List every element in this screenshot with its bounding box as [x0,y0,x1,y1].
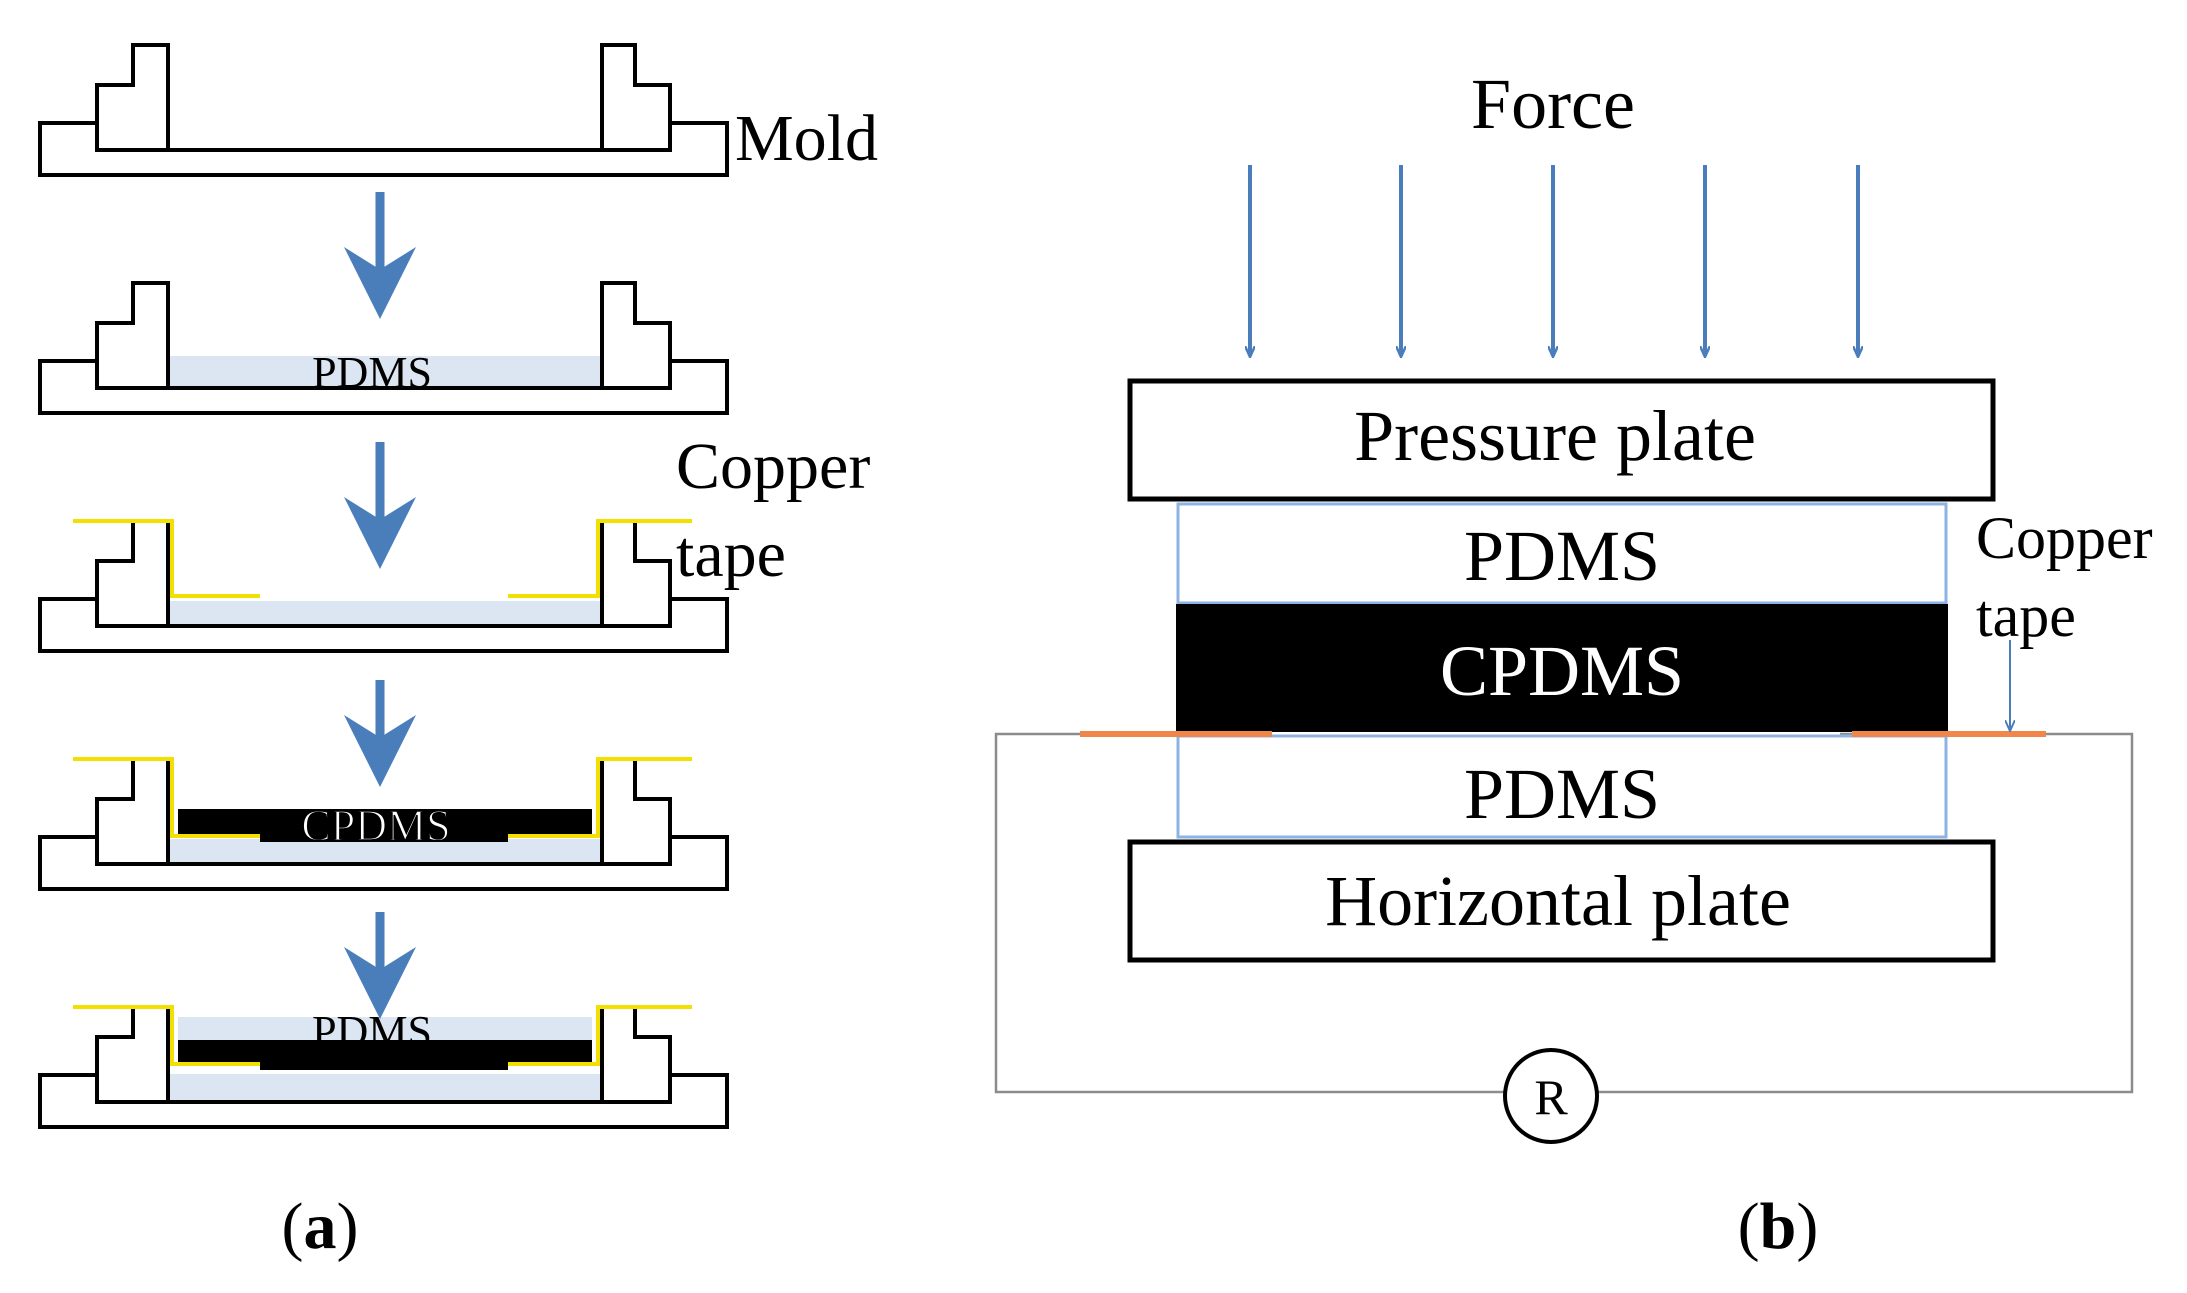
cpdms-layer [178,1040,592,1070]
panel-b: Force R Pressure plate PDMS CPDMS PDMS H… [994,64,2153,1263]
mold-outline [38,43,729,177]
top-pdms-layer [1176,502,1948,605]
pdms-label-step5: PDMS [312,1007,432,1056]
mold-step-4 [38,757,729,891]
cpdms-layer [1176,604,1948,732]
bottom-pdms-layer [1176,734,1948,839]
caption-a-letter: a [304,1190,337,1263]
copper-tape-label-a-line2: tape [676,518,786,591]
copper-tape-left [73,1005,260,1066]
mold-step-1 [38,43,729,177]
pdms-layer [168,356,602,388]
copper-tape-left [73,757,260,838]
copper-tape-label-b-line2: tape [1976,583,2076,649]
copper-tape-right [508,757,692,838]
mold-step-2 [38,281,729,415]
horizontal-plate [1127,839,1996,963]
pressure-plate [1127,378,1996,502]
pdms-layer [168,839,602,864]
resistor-label: R [1534,1069,1568,1125]
mold-step-3 [38,519,729,653]
mold-label: Mold [735,102,878,175]
panel-a: Mold PDMS Copper tape CPDMS PDMS (a) [38,43,878,1263]
caption-b-letter: b [1760,1190,1797,1263]
resistor-symbol [1503,1048,1599,1144]
pdms-layer [168,1074,602,1102]
cpdms-layer [178,809,592,842]
top-pdms-label: PDMS [1464,516,1660,596]
cpdms-label: CPDMS [1440,631,1684,711]
cpdms-label-step4: CPDMS [301,801,450,850]
caption-b: (b) [1738,1190,1819,1263]
pressure-plate-label: Pressure plate [1354,396,1756,476]
copper-tape-label-a-line1: Copper [676,430,870,503]
copper-tape-right [508,519,692,598]
copper-tape-right [508,1005,692,1066]
mold-step-5 [38,1005,729,1129]
horizontal-plate-label: Horizontal plate [1325,861,1791,941]
pdms-layer [168,601,602,626]
pdms-label-step2: PDMS [312,348,432,397]
force-label: Force [1471,64,1635,144]
copper-tape-left [73,519,260,598]
caption-a: (a) [282,1190,359,1263]
mold-floor-line [95,123,672,152]
pdms-top-layer [178,1017,592,1042]
bottom-pdms-label: PDMS [1464,754,1660,834]
copper-tape-label-b-line1: Copper [1976,505,2153,571]
